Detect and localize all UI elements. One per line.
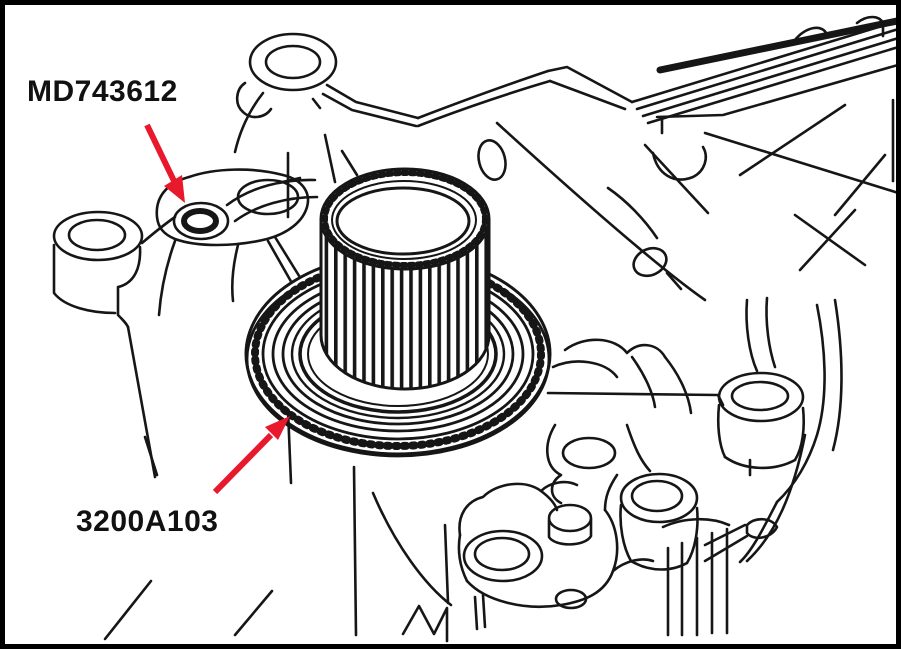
left-bolt-boss — [52, 210, 177, 329]
right-bolt-boss — [703, 371, 807, 564]
transfer-case-illustration — [52, 15, 896, 643]
housing-casting-lines — [52, 15, 896, 637]
part-number-label-lower: 3200A103 — [76, 505, 219, 538]
foreground-sketch-lines — [103, 325, 487, 643]
seal-bolt-pad — [155, 168, 310, 317]
part-number-label-upper: MD743612 — [27, 75, 178, 108]
lower-right-bolt-boss — [619, 472, 699, 571]
top-bolt-boss — [233, 32, 420, 154]
bottom-flange-pad — [457, 473, 655, 610]
housing-rib-band — [630, 15, 896, 217]
right-casting — [745, 208, 867, 504]
bottom-rib-lines — [661, 517, 731, 637]
callout-arrows — [144, 123, 290, 495]
splined-shaft-hub — [319, 167, 491, 391]
arrow-md743612-icon — [144, 123, 185, 203]
arrow-3200a103-icon — [212, 416, 290, 495]
